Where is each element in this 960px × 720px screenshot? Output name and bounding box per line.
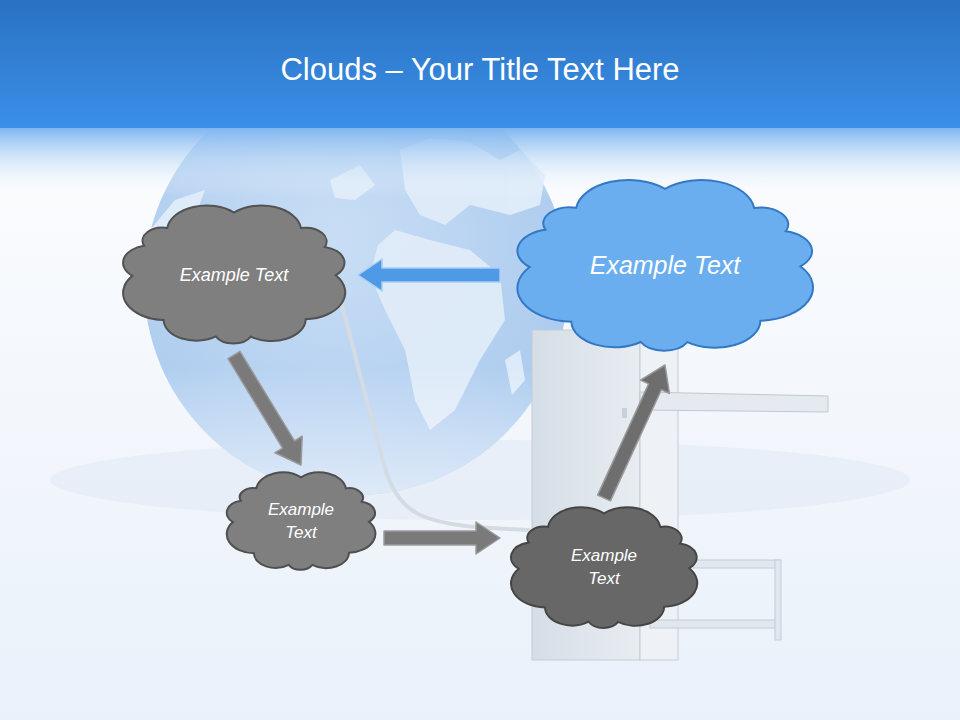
- arrow-shape: [358, 259, 500, 291]
- slide-title: Clouds – Your Title Text Here: [0, 52, 960, 88]
- cloud-shape: [500, 498, 708, 638]
- arrow-shape: [228, 351, 302, 465]
- cloud-node: Example Text: [110, 195, 358, 355]
- cloud-label: Example Text: [558, 545, 650, 591]
- cloud-node: Example Text: [500, 498, 708, 638]
- arrow-shape: [598, 365, 670, 501]
- cloud-text-area: Example Text: [500, 167, 830, 365]
- cloud-label: Example Text: [257, 499, 345, 545]
- cloud-outline: [511, 507, 697, 628]
- cloud-label: Example Text: [590, 249, 741, 283]
- block-arrow: [358, 259, 500, 291]
- block-arrow: [228, 351, 302, 465]
- arrow-shape: [384, 522, 500, 554]
- cloud-node: Example Text: [500, 167, 830, 365]
- cloud-text-area: Example Text: [110, 195, 358, 355]
- cloud-text-area: Example Text: [500, 498, 708, 638]
- header-band: [0, 0, 960, 128]
- cloud-text-area: Example Text: [218, 465, 384, 578]
- cloud-label: Example Text: [180, 263, 288, 287]
- cloud-outline: [123, 206, 345, 344]
- cable: [340, 300, 530, 530]
- cloud-outline: [517, 180, 813, 351]
- cloud-outline: [227, 472, 376, 569]
- cloud-node: Example Text: [218, 465, 384, 578]
- header-fade: [0, 128, 960, 198]
- cloud-shape: [218, 465, 384, 578]
- block-arrow: [598, 365, 670, 501]
- block-arrow: [384, 522, 500, 554]
